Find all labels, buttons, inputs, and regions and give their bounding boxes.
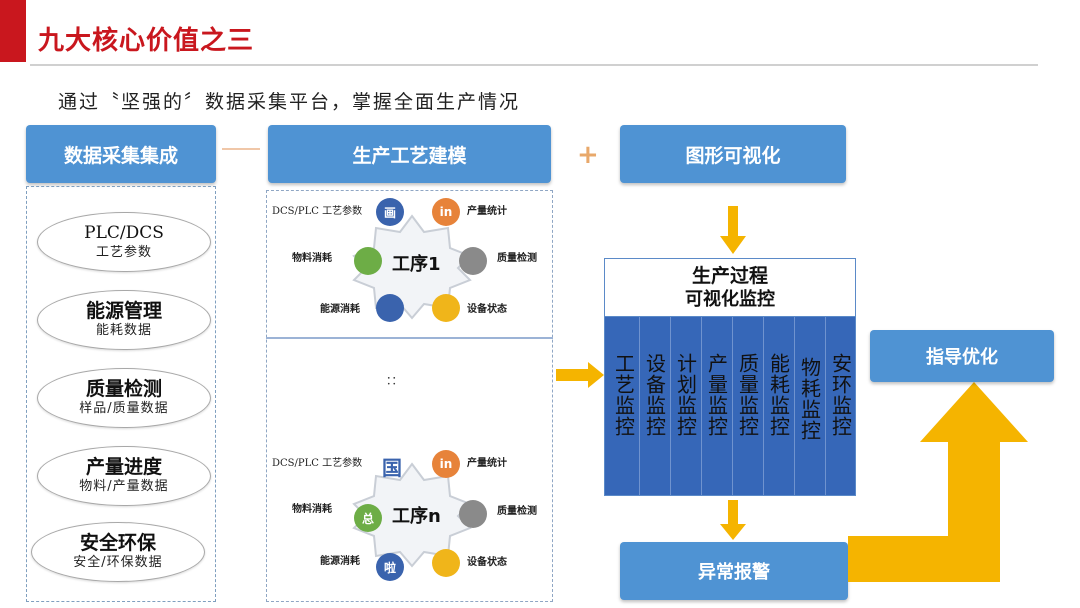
source-name: PLC/DCS: [84, 223, 164, 243]
model-header: 生产工艺建模: [268, 125, 551, 183]
plus-sign: +: [577, 140, 599, 170]
source-name: 安全环保: [79, 532, 156, 554]
monitor-item-label: 质量监控: [735, 353, 760, 437]
sources-panel: [26, 186, 216, 602]
pn-material-icon: 总: [354, 504, 382, 532]
p1-quality-icon: [459, 247, 487, 275]
monitor-item: 安环监控: [826, 317, 856, 495]
monitor-item: 设备监控: [640, 317, 671, 495]
source-detail: 能耗数据: [95, 323, 152, 338]
monitor-item: 产量监控: [702, 317, 733, 495]
source-output: 产量进度 物料/产量数据: [37, 446, 211, 506]
source-name: 质量检测: [85, 378, 162, 400]
monitor-item: 工艺监控: [609, 317, 640, 495]
source-name: 产量进度: [85, 456, 162, 478]
monitor-subtitle: 可视化监控: [685, 289, 775, 310]
arrow-down-icon: [720, 500, 746, 540]
source-safety: 安全环保 安全/环保数据: [31, 522, 205, 582]
p1-paint-icon: 画: [376, 198, 404, 226]
monitor-header: 生产过程 可视化监控: [604, 258, 856, 318]
title-accent-bar: [0, 0, 26, 62]
p1-equipment-label: 设备状态: [467, 304, 507, 315]
monitor-item-label: 物耗监控: [797, 357, 822, 441]
pn-quality-label: 质量检测: [497, 506, 537, 517]
source-plc-dcs: PLC/DCS 工艺参数: [37, 212, 211, 272]
source-energy: 能源管理 能耗数据: [37, 290, 211, 350]
p1-material-icon: [354, 247, 382, 275]
pn-quality-icon: [459, 500, 487, 528]
pn-material-label: 物料消耗: [292, 504, 332, 515]
monitor-item: 计划监控: [671, 317, 702, 495]
p1-quality-label: 质量检测: [497, 253, 537, 264]
pn-energy-icon: 啦: [376, 553, 404, 581]
source-detail: 安全/环保数据: [73, 555, 163, 570]
monitor-item-label: 安环监控: [828, 353, 853, 437]
monitor-item-label: 产量监控: [704, 353, 729, 437]
source-name: 能源管理: [85, 300, 162, 322]
monitor-title: 生产过程: [691, 265, 768, 287]
source-detail: 样品/质量数据: [79, 401, 169, 416]
visual-header: 图形可视化: [620, 125, 846, 183]
p1-material-label: 物料消耗: [292, 253, 332, 264]
monitor-item: 物耗监控: [795, 317, 826, 495]
connector-line: [222, 148, 260, 150]
source-quality: 质量检测 样品/质量数据: [37, 368, 211, 428]
pn-equipment-label: 设备状态: [467, 557, 507, 568]
monitor-item-label: 工艺监控: [611, 353, 636, 437]
title-divider: [30, 64, 1038, 66]
arrow-down-icon: [720, 206, 746, 254]
alarm-box: 异常报警: [620, 542, 848, 600]
process-panel: [266, 190, 553, 602]
pn-energy-label: 能源消耗: [320, 556, 360, 567]
p1-center-label: 工序1: [392, 254, 441, 275]
p1-equipment-icon: [432, 294, 460, 322]
p1-energy-icon: [376, 294, 404, 322]
gear-icon: [352, 462, 472, 568]
monitor-item: 质量监控: [733, 317, 764, 495]
source-detail: 物料/产量数据: [79, 479, 169, 494]
p1-dcs-label: DCS/PLC 工艺参数: [272, 206, 363, 217]
monitor-item: 能耗监控: [764, 317, 795, 495]
page-title: 九大核心价值之三: [38, 26, 255, 56]
monitor-item-label: 设备监控: [642, 353, 667, 437]
arrow-right-icon: [556, 362, 604, 388]
collect-header: 数据采集集成: [26, 125, 216, 183]
monitor-panel: 工艺监控 设备监控 计划监控 产量监控 质量监控 能耗监控 物耗监控 安环监控: [604, 316, 856, 496]
p1-energy-label: 能源消耗: [320, 304, 360, 315]
guide-box: 指导优化: [870, 330, 1054, 382]
page-subtitle: 通过〝坚强的〞数据采集平台，掌握全面生产情况: [58, 91, 521, 113]
monitor-item-label: 能耗监控: [766, 353, 791, 437]
p1-linkedin-icon: in: [432, 198, 460, 226]
pn-output-label: 产量统计: [467, 458, 507, 469]
pn-dcs-label: DCS/PLC 工艺参数: [272, 458, 363, 469]
process-divider: [266, 337, 553, 339]
ellipsis-mark: ：：: [386, 374, 403, 387]
pn-center-label: 工序n: [392, 506, 441, 527]
pn-linkedin-icon: in: [432, 450, 460, 478]
monitor-item-label: 计划监控: [673, 353, 698, 437]
p1-output-label: 产量统计: [467, 206, 507, 217]
pn-equipment-icon: [432, 549, 460, 577]
arrow-up-icon: [848, 382, 1028, 582]
source-detail: 工艺参数: [95, 245, 152, 260]
pn-country-icon: 国: [382, 456, 402, 480]
